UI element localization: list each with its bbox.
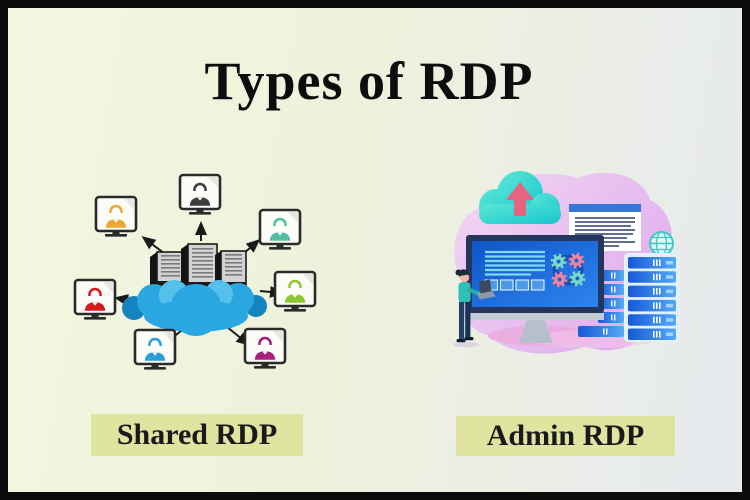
upload-arrow-icon [506, 182, 534, 216]
user-monitors [73, 173, 317, 370]
monitor-stand [519, 320, 553, 343]
user-monitor-lime [273, 270, 317, 312]
user-monitor-orange [94, 195, 138, 237]
admin-rdp-svg [453, 171, 680, 354]
user-monitor-blue [133, 328, 177, 370]
admin-rdp-label: Admin RDP [456, 416, 675, 456]
shared-rdp-illustration [38, 148, 378, 408]
gears-chart-icon [550, 252, 586, 288]
screen-text-lines [485, 250, 545, 276]
server-rack-small [578, 270, 624, 337]
user-monitor-teal [258, 208, 302, 250]
shared-rdp-label-text: Shared RDP [116, 418, 278, 451]
admin-rdp-illustration [428, 158, 728, 388]
cloud-icon [122, 280, 267, 336]
user-monitor-red [73, 278, 117, 320]
user-monitor-magenta [243, 327, 287, 369]
admin-person [453, 269, 496, 348]
shared-rdp-label: Shared RDP [91, 414, 303, 456]
globe-icon [649, 231, 674, 256]
laptop-icon [477, 279, 496, 300]
user-monitor-black [178, 173, 222, 215]
dashboard-monitor [466, 235, 604, 343]
shared-rdp-svg [73, 173, 317, 370]
admin-rdp-label-text: Admin RDP [486, 419, 645, 452]
cloud-upload-icon [479, 171, 561, 224]
page-title: Types of RDP [204, 51, 534, 111]
server-rack-large [624, 253, 680, 342]
